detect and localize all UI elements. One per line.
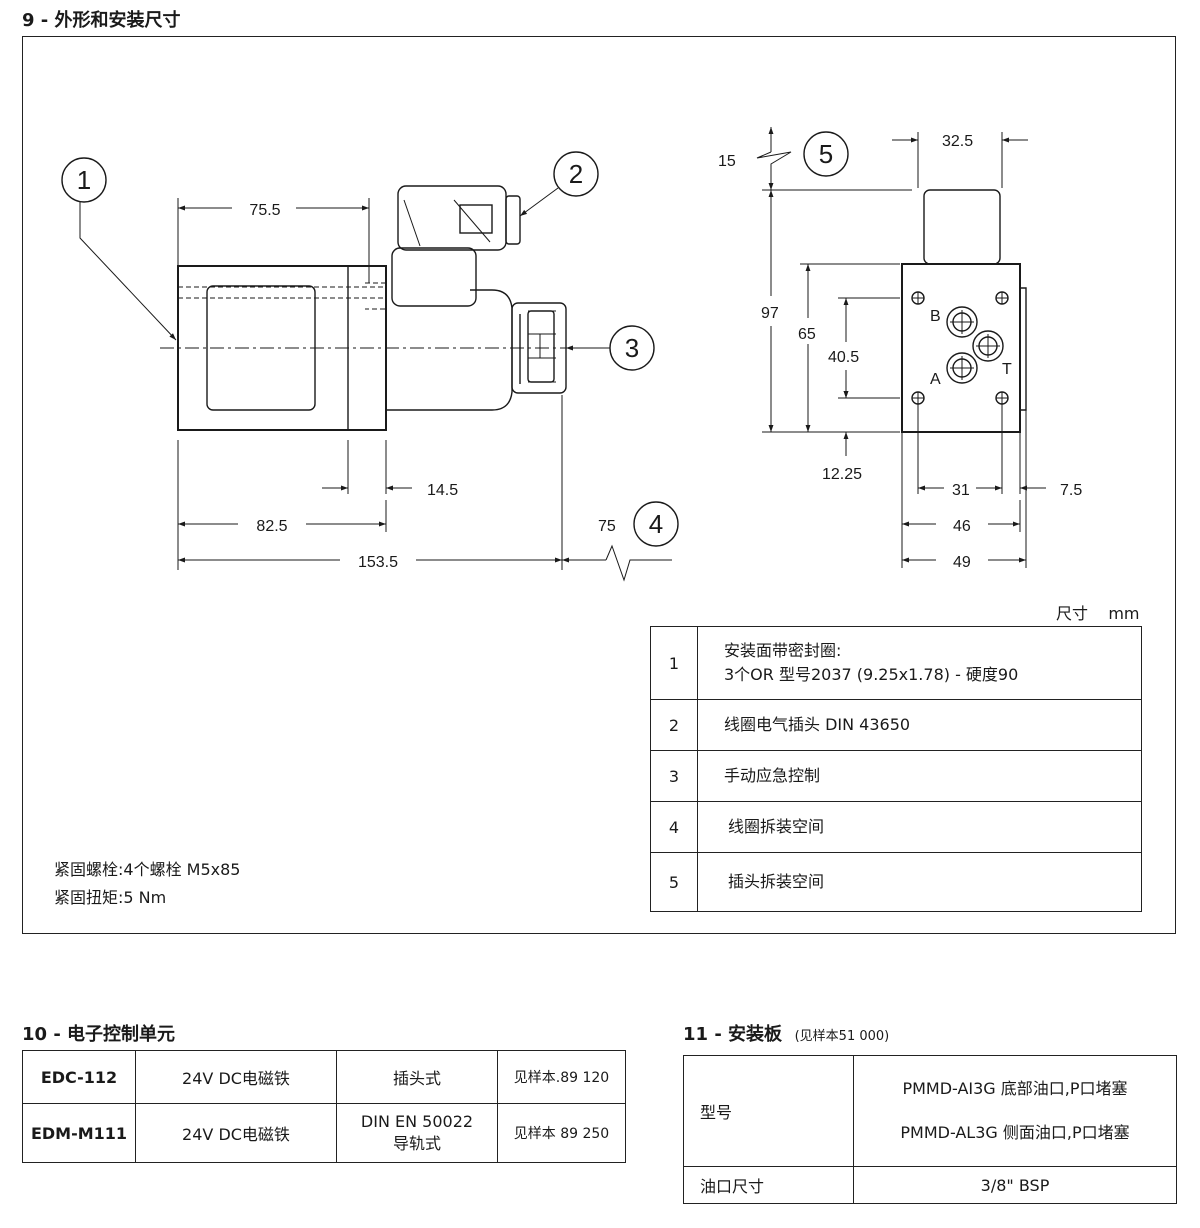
torque-spec-line: 紧固扭矩:5 Nm [54,888,167,907]
plug-screw [505,195,521,245]
svg-text:32.5: 32.5 [942,133,973,150]
svg-text:46: 46 [953,518,971,535]
bolt-spec: 紧固螺栓:4个螺栓 M5x85 紧固扭矩:5 Nm [54,856,240,912]
svg-text:82.5: 82.5 [256,518,287,535]
legend-table: 1 安装面带密封圈: 3个OR 型号2037 (9.25x1.78) - 硬度9… [650,626,1142,912]
legend-row: 5 插头拆装空间 [650,852,1142,912]
svg-text:153.5: 153.5 [358,554,398,571]
balloon-4: 4 [633,501,679,547]
svg-text:2: 2 [569,159,583,189]
front-view: B A T 32.5 15 97 65 40.5 12.25 [718,127,1082,571]
port-t-label: T [1002,361,1012,378]
section-11-title: 11 - 安装板 (见样本51 000) [683,1024,890,1045]
drawing-frame [22,36,1176,934]
balloon-5: 5 [803,131,849,177]
subplate-table: 型号 PMMD-AI3G 底部油口,P口堵塞 PMMD-AL3G 侧面油口,P口… [683,1055,1177,1204]
table-row: EDM-M111 24V DC电磁铁 DIN EN 50022 导轨式 见样本 … [22,1103,626,1163]
units-label: 尺寸 mm [1056,604,1140,623]
legend-row: 3 手动应急控制 [650,750,1142,802]
svg-text:14.5: 14.5 [427,482,458,499]
balloon-1: 1 [61,157,177,341]
plug-top [923,189,1001,265]
balloon-2: 2 [519,151,599,217]
svg-text:1: 1 [77,165,91,195]
svg-text:5: 5 [819,139,833,169]
plug-housing [397,185,507,251]
svg-text:75: 75 [598,518,616,535]
svg-text:31: 31 [952,482,970,499]
svg-text:7.5: 7.5 [1060,482,1082,499]
svg-text:75.5: 75.5 [249,202,280,219]
table-row: 型号 PMMD-AI3G 底部油口,P口堵塞 PMMD-AL3G 侧面油口,P口… [683,1055,1177,1167]
side-view: 75.5 14.5 82.5 153.5 75 [160,185,672,582]
plug-base [391,247,477,307]
balloon-3: 3 [566,325,655,371]
armature-tube [385,289,513,411]
ports [946,306,1004,384]
svg-text:12.25: 12.25 [822,466,862,483]
legend-row: 2 线圈电气插头 DIN 43650 [650,699,1142,751]
bolt-spec-line: 紧固螺栓:4个螺栓 M5x85 [54,860,241,879]
svg-text:97: 97 [761,305,779,322]
legend-row: 1 安装面带密封圈: 3个OR 型号2037 (9.25x1.78) - 硬度9… [650,626,1142,700]
section-9-title: 9 - 外形和安装尺寸 [22,10,181,31]
legend-row: 4 线圈拆装空间 [650,801,1142,853]
mounting-holes [911,291,1009,405]
control-unit-table: EDC-112 24V DC电磁铁 插头式 见样本.89 120 EDM-M11… [22,1050,626,1163]
svg-text:49: 49 [953,554,971,571]
svg-text:65: 65 [798,326,816,343]
svg-text:15: 15 [718,153,736,170]
svg-text:3: 3 [625,333,639,363]
dimension-drawing: 75.5 14.5 82.5 153.5 75 [61,127,1082,582]
table-row: EDC-112 24V DC电磁铁 插头式 见样本.89 120 [22,1050,626,1104]
svg-text:4: 4 [649,509,663,539]
section-10-title: 10 - 电子控制单元 [22,1024,176,1045]
svg-text:40.5: 40.5 [828,349,859,366]
port-a-label: A [930,371,941,388]
port-b-label: B [930,308,941,325]
table-row: 油口尺寸 3/8" BSP [683,1166,1177,1204]
